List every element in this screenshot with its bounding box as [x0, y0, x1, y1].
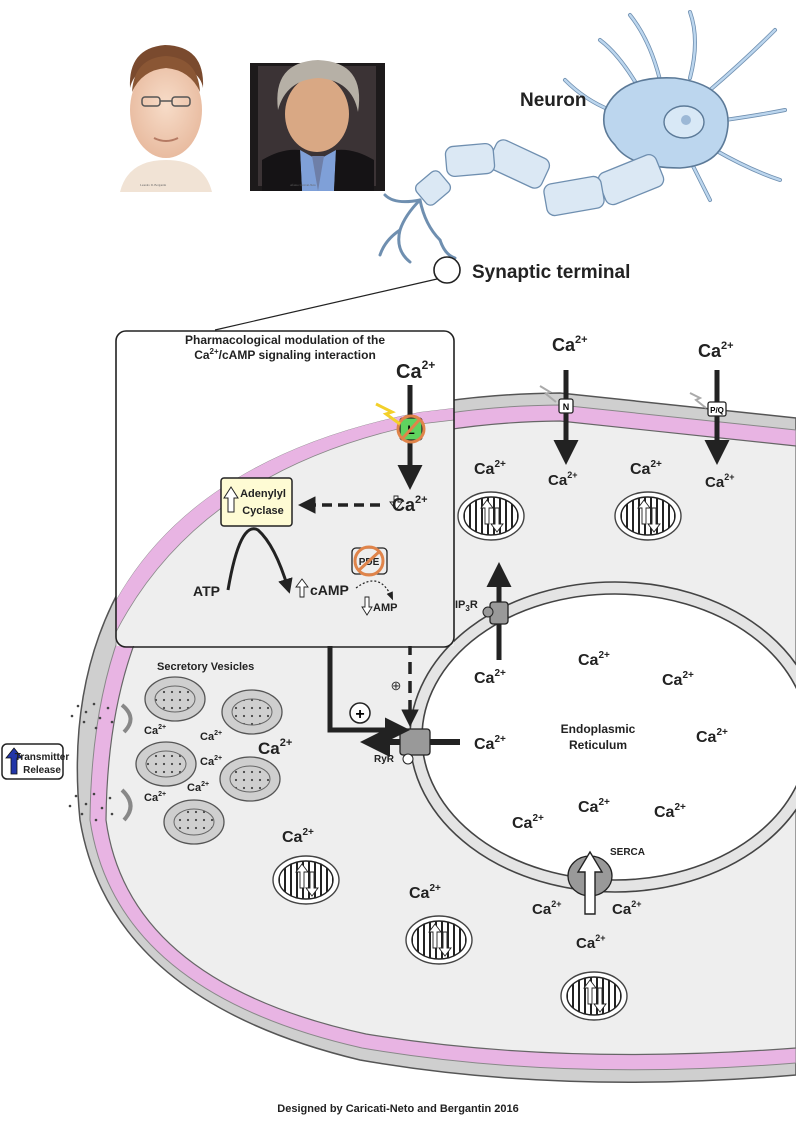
atp-label: ATP [193, 583, 220, 599]
calcium-ion-label: Ca2+ [187, 781, 209, 794]
transmitter-label-line1: Transmitter [15, 752, 70, 763]
transmitter-arrow-icon [5, 747, 23, 775]
mitochondrion [457, 491, 525, 541]
serca-pump: SERCA [567, 847, 645, 915]
ip3r-channel: IP3R [455, 562, 512, 660]
photo-caption-caricati: Afonso Caricati-Neto [290, 183, 316, 187]
calcium-ion-label: Ca2+ [282, 827, 314, 846]
down-arrow-icon [389, 495, 403, 511]
calcium-ion-label: Ca2+ [654, 802, 686, 821]
er-label-line2: Reticulum [569, 738, 627, 752]
lightning-icon [375, 402, 401, 426]
mito-up-arrow-icon [637, 499, 651, 525]
neuron-label: Neuron [520, 90, 587, 111]
ip3r-label: IP3R [455, 599, 478, 613]
calcium-ion-label: Ca2+ [532, 899, 561, 918]
photo-caricati: Afonso Caricati-Neto [250, 60, 385, 191]
adenylyl-cyclase-label-2: Cyclase [242, 505, 284, 517]
serca-label: SERCA [610, 847, 645, 858]
footer-credit: Designed by Caricati-Neto and Bergantin … [277, 1103, 518, 1115]
mito-down-arrow-icon [490, 507, 504, 533]
camp-label: cAMP [310, 582, 349, 598]
mito-up-arrow-icon [428, 923, 442, 949]
calcium-ion-label: Ca2+ [474, 459, 506, 478]
calcium-ion-label: Ca2+ [630, 459, 662, 478]
mito-up-arrow-icon [480, 499, 494, 525]
calcium-ion-label: Ca2+ [392, 494, 428, 515]
adenylyl-cyclase-box: Adenylyl Cyclase [220, 477, 293, 527]
synaptic-terminal-label: Synaptic terminal [472, 262, 630, 283]
amp-label: AMP [373, 602, 397, 614]
mitochondrion [614, 491, 682, 541]
lightning-icon [689, 392, 707, 409]
zoom-line [214, 278, 438, 331]
mito-down-arrow-icon [438, 931, 452, 957]
mitochondrion [272, 855, 340, 905]
adenylyl-cyclase-label-1: Adenylyl [240, 488, 286, 500]
calcium-ion-label: Ca2+ [548, 470, 577, 489]
secretory-vesicles-label: Secretory Vesicles [157, 661, 254, 673]
photo-bergantin: Leandro D. Bergantin [112, 32, 218, 192]
mitochondrion [405, 915, 473, 965]
inhibit-circle-icon [353, 545, 385, 577]
mito-up-arrow-icon [295, 863, 309, 889]
transmitter-label-line2: Release [23, 765, 61, 776]
neuron-illustration [378, 10, 787, 284]
inset-title-line2: Ca2+/cAMP signaling interaction [194, 347, 376, 362]
down-arrow-icon [361, 596, 373, 616]
calcium-ion-label: Ca2+ [578, 797, 610, 816]
calcium-ion-label: Ca2+ [396, 358, 435, 383]
pde-enzyme: PDE [351, 545, 393, 601]
calcium-ion-label: Ca2+ [474, 668, 506, 687]
calcium-ion-label: Ca2+ [576, 933, 605, 952]
pq-type-channel: P/Q [689, 370, 730, 465]
endoplasmic-reticulum [409, 581, 796, 893]
n-type-channel: N [539, 370, 579, 465]
l-type-channel: L [375, 385, 426, 490]
ryr-label: RyR [374, 754, 395, 765]
svg-text:+: + [355, 706, 364, 723]
calcium-ion-label: Ca2+ [144, 791, 166, 804]
calcium-ion-label: Ca2+ [662, 670, 694, 689]
plus-sign-small: ⊕ [391, 678, 402, 693]
photo-caption-bergantin: Leandro D. Bergantin [140, 183, 167, 187]
calcium-ion-label: Ca2+ [409, 883, 441, 902]
calcium-ion-label: Ca2+ [578, 650, 610, 669]
calcium-ion-label: Ca2+ [512, 813, 544, 832]
mitochondrion [560, 971, 628, 1021]
inset-panel [115, 330, 455, 648]
n-channel-label: N [563, 402, 570, 412]
calcium-ion-label: Ca2+ [552, 334, 588, 355]
transmitter-release-box: Transmitter Release [1, 743, 70, 780]
er-label-line1: Endoplasmic [561, 722, 636, 736]
calcium-ion-label: Ca2+ [696, 727, 728, 746]
secretory-vesicles [68, 676, 283, 845]
mito-down-arrow-icon [305, 871, 319, 897]
calcium-ion-label: Ca2+ [200, 755, 222, 768]
calcium-ion-label: Ca2+ [612, 899, 641, 918]
calcium-labels: Ca2+ Ca2+ Ca2+ Ca2+ Ca2+ Ca2+ Ca2+ Ca2+ Ca2+ Ca2+… [144, 334, 734, 952]
inhibit-circle-icon [396, 414, 426, 444]
plus-sign-large: + [349, 702, 371, 724]
atp-to-camp-arrow [226, 527, 293, 594]
pq-channel-label: P/Q [710, 406, 724, 415]
mito-up-arrow-icon [583, 979, 597, 1005]
up-arrow-icon [295, 578, 309, 598]
camp-to-ryr-arrow [327, 610, 410, 743]
calcium-ion-label: Ca2+ [144, 724, 166, 737]
calcium-ion-label: Ca2+ [705, 472, 734, 491]
mito-down-arrow-icon [647, 507, 661, 533]
calcium-ion-label: Ca2+ [474, 734, 506, 753]
calcium-ion-label: Ca2+ [698, 340, 734, 361]
mitochondria-group [272, 491, 682, 1021]
synaptic-terminal-circle [433, 256, 461, 284]
calcium-ion-label: Ca2+ [200, 730, 222, 743]
calcium-ion-label: Ca2+ [258, 737, 292, 758]
lightning-icon [539, 385, 557, 403]
inset-title-line1: Pharmacological modulation of the [185, 333, 385, 347]
mito-down-arrow-icon [593, 987, 607, 1013]
